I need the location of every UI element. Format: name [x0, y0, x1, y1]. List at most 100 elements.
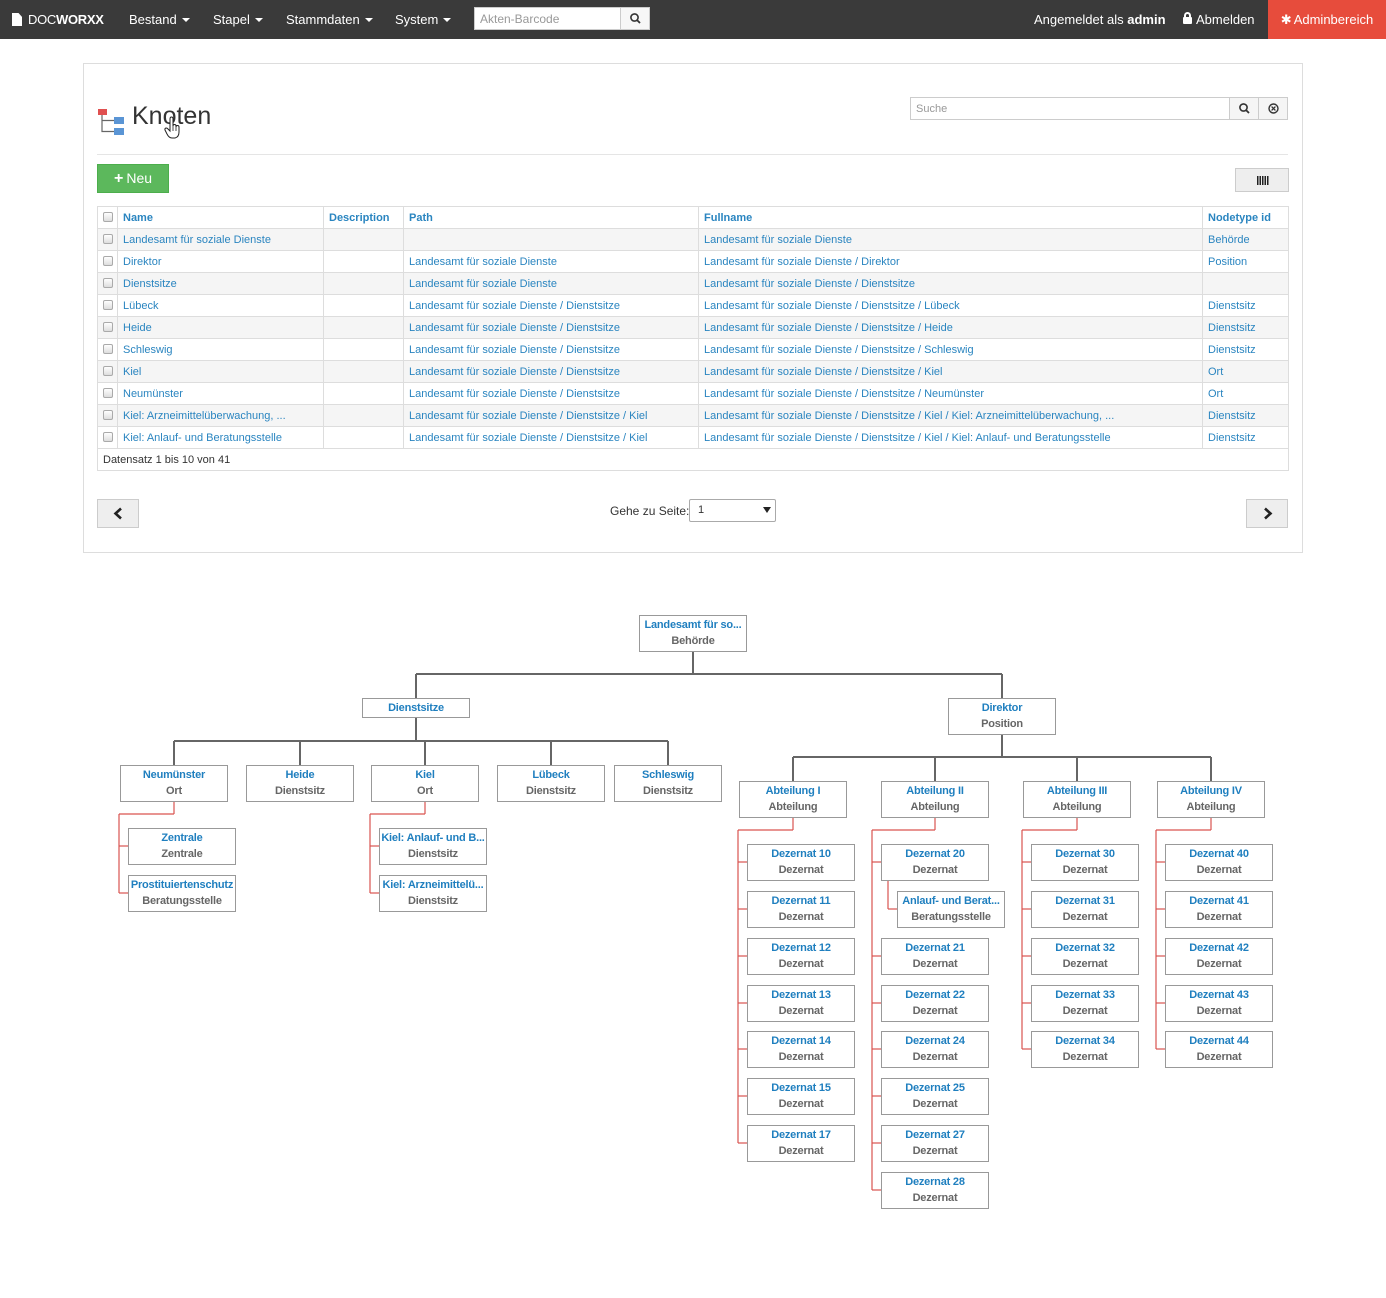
cell-fullname[interactable]: Landesamt für soziale Dienste / Dienstsi… — [698, 382, 1203, 405]
cell-fullname[interactable]: Landesamt für soziale Dienste / Dienstsi… — [698, 360, 1203, 383]
cell-name[interactable]: Schleswig — [117, 338, 324, 361]
new-node-button[interactable]: +Neu — [97, 164, 169, 193]
cell-nodetype[interactable]: Dienstsitz — [1202, 294, 1289, 317]
cell-name[interactable]: Direktor — [117, 250, 324, 273]
table-row[interactable]: Dienstsitze Landesamt für soziale Dienste… — [97, 272, 1289, 295]
admin-area-button[interactable]: ✱Adminbereich — [1268, 0, 1386, 39]
logout-link[interactable]: Abmelden — [1183, 0, 1255, 39]
cell-fullname[interactable]: Landesamt für soziale Dienste / Dienstsi… — [698, 404, 1203, 427]
cell-fullname[interactable]: Landesamt für soziale Dienste / Dienstsi… — [698, 426, 1203, 449]
previous-page-button[interactable] — [97, 499, 139, 528]
brand-logo[interactable]: DOCWORXX — [12, 0, 104, 39]
cell-name[interactable]: Neumünster — [117, 382, 324, 405]
cell-path[interactable]: Landesamt für soziale Dienste / Dienstsi… — [403, 338, 699, 361]
org-node[interactable]: Dienstsitze — [362, 698, 470, 718]
cell-name[interactable]: Landesamt für soziale Dienste — [117, 228, 324, 251]
table-row[interactable]: Neumünster Landesamt für soziale Dienste … — [97, 382, 1289, 405]
cell-fullname[interactable]: Landesamt für soziale Dienste / Dienstsi… — [698, 272, 1203, 295]
table-search-input[interactable] — [911, 98, 1228, 119]
column-header-fullname[interactable]: Fullname — [698, 206, 1203, 229]
cell-path[interactable]: Landesamt für soziale Dienste / Dienstsi… — [403, 316, 699, 339]
cell-name[interactable]: Lübeck — [117, 294, 324, 317]
table-row[interactable]: Kiel Landesamt für soziale Dienste / Dien… — [97, 360, 1289, 383]
cell-fullname[interactable]: Landesamt für soziale Dienste — [698, 228, 1203, 251]
row-checkbox[interactable] — [102, 299, 113, 310]
table-row[interactable]: Heide Landesamt für soziale Dienste / Die… — [97, 316, 1289, 339]
cell-nodetype[interactable]: Ort — [1202, 382, 1289, 405]
column-header-nodetype[interactable]: Nodetype id — [1202, 206, 1289, 229]
cell-path[interactable]: Landesamt für soziale Dienste / Dienstsi… — [403, 426, 699, 449]
org-node[interactable]: Landesamt für so...Behörde — [639, 615, 747, 652]
cell-nodetype[interactable]: Behörde — [1202, 228, 1289, 251]
cell-name[interactable]: Dienstsitze — [117, 272, 324, 295]
cell-nodetype[interactable]: Dienstsitz — [1202, 316, 1289, 339]
menu-system[interactable]: System — [395, 0, 452, 39]
menu-stapel[interactable]: Stapel — [213, 0, 263, 39]
table-row[interactable]: Kiel: Anlauf- und Beratungsstelle Landesa… — [97, 426, 1289, 449]
table-row[interactable]: Kiel: Arzneimittelüberwachung, ...Landes… — [97, 404, 1289, 427]
menu-stammdaten[interactable]: Stammdaten — [286, 0, 373, 39]
row-checkbox[interactable] — [102, 387, 113, 398]
barcode-input[interactable] — [475, 8, 621, 29]
row-checkbox[interactable] — [102, 343, 113, 354]
cell-path[interactable]: Landesamt für soziale Dienste — [403, 272, 699, 295]
cell-name[interactable]: Heide — [117, 316, 324, 339]
cell-nodetype[interactable]: Dienstsitz — [1202, 426, 1289, 449]
cell-path[interactable]: Landesamt für soziale Dienste / Dienstsi… — [403, 404, 699, 427]
row-checkbox[interactable] — [102, 233, 113, 244]
cell-name[interactable]: Kiel — [117, 360, 324, 383]
cell-fullname[interactable]: Landesamt für soziale Dienste / Dienstsi… — [698, 338, 1203, 361]
cell-fullname[interactable]: Landesamt für soziale Dienste / Dienstsi… — [698, 316, 1203, 339]
cell-name[interactable]: Kiel: Anlauf- und Beratungsstelle — [117, 426, 324, 449]
cell-fullname[interactable]: Landesamt für soziale Dienste / Direktor — [698, 250, 1203, 273]
row-checkbox[interactable] — [102, 431, 113, 442]
cell-path[interactable]: Landesamt für soziale Dienste — [403, 250, 699, 273]
page-select[interactable]: 1 — [689, 499, 776, 522]
select-all-checkbox[interactable] — [102, 211, 113, 222]
org-node[interactable]: Kiel: Arzneimittelü...Dienstsitz — [379, 875, 487, 912]
next-page-button[interactable] — [1246, 499, 1288, 528]
row-checkbox[interactable] — [102, 409, 113, 420]
cell-nodetype[interactable]: Ort — [1202, 360, 1289, 383]
column-chooser-button[interactable] — [1235, 168, 1289, 192]
cell-nodetype[interactable]: Dienstsitz — [1202, 404, 1289, 427]
row-checkbox[interactable] — [102, 365, 113, 376]
clear-search-button[interactable] — [1258, 98, 1287, 119]
cell-nodetype[interactable]: Dienstsitz — [1202, 338, 1289, 361]
